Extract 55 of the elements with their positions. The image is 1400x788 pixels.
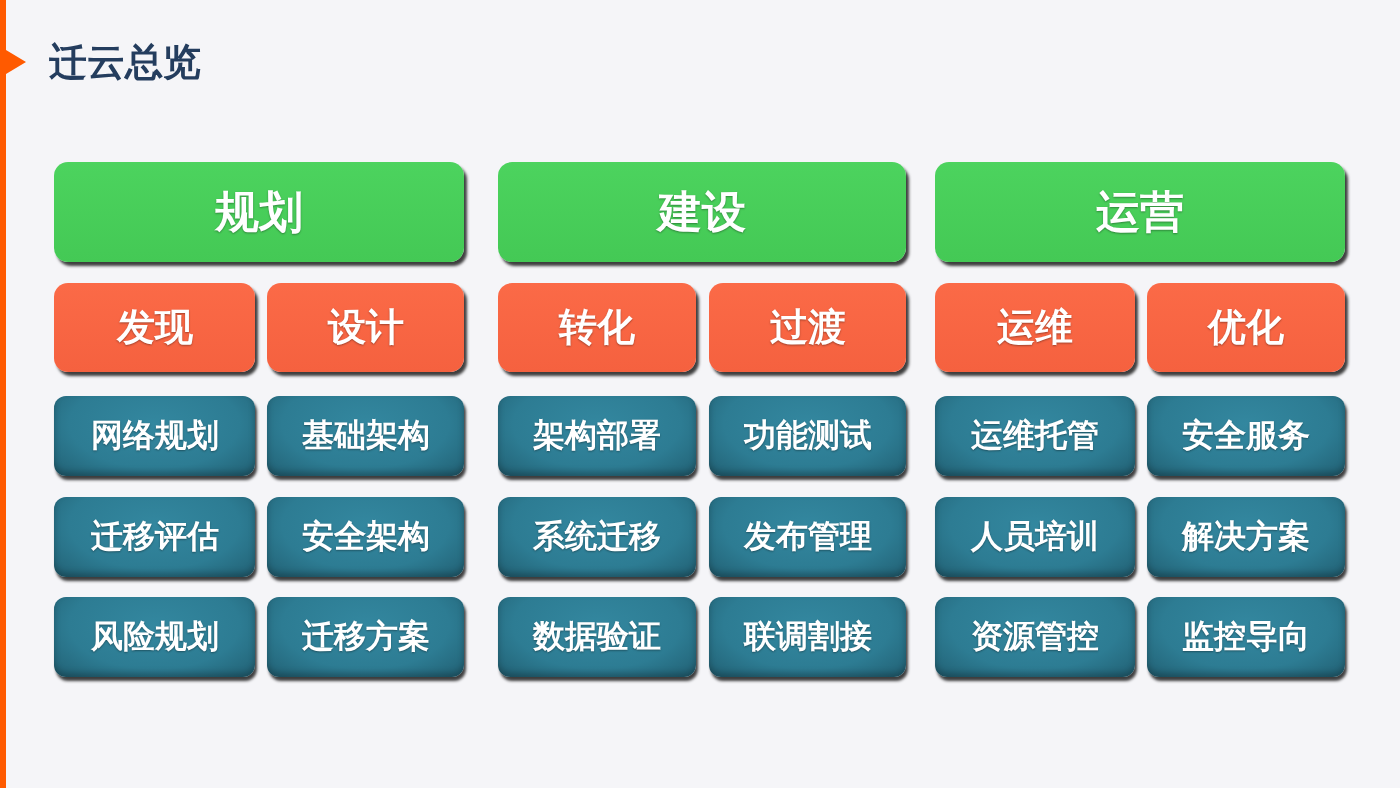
page-title: 迁云总览: [49, 39, 201, 86]
stage-card: [498, 283, 696, 372]
phase-card: [498, 162, 906, 262]
stage-label: 运维: [997, 304, 1073, 351]
task-card: [54, 497, 255, 577]
task-card: [935, 597, 1135, 677]
task-label: 发布管理: [743, 516, 872, 557]
phase-label: 建设: [658, 184, 746, 239]
phase-card: [54, 162, 464, 262]
stage-card: [709, 283, 906, 372]
task-card: [709, 497, 906, 577]
stage-card: [267, 283, 464, 372]
task-card: [1147, 597, 1345, 677]
phase-label: 运营: [1096, 184, 1184, 239]
stage-card: [1147, 283, 1345, 372]
task-card: [935, 497, 1135, 577]
stage-label: 设计: [327, 304, 404, 351]
task-label: 功能测试: [743, 415, 872, 456]
task-label: 资源管控: [971, 616, 1099, 657]
task-card: [1147, 396, 1345, 476]
task-label: 系统迁移: [533, 516, 661, 557]
phase-label: 规划: [215, 184, 303, 239]
task-card: [935, 396, 1135, 476]
task-card: [498, 597, 696, 677]
task-label: 迁移评估: [90, 516, 219, 557]
task-label: 联调割接: [743, 616, 872, 657]
task-label: 基础架构: [301, 415, 430, 456]
stage-label: 发现: [116, 304, 193, 351]
task-label: 安全服务: [1182, 415, 1310, 456]
task-card: [267, 396, 464, 476]
task-label: 安全架构: [301, 516, 430, 557]
stage-label: 优化: [1208, 304, 1284, 351]
stage-label: 过渡: [769, 304, 846, 351]
task-card: [709, 396, 906, 476]
task-card: [267, 497, 464, 577]
task-label: 风险规划: [90, 616, 219, 657]
stage-label: 转化: [559, 304, 635, 351]
task-card: [1147, 497, 1345, 577]
task-card: [54, 396, 255, 476]
task-label: 网络规划: [90, 415, 219, 456]
task-label: 解决方案: [1182, 516, 1310, 557]
task-label: 运维托管: [971, 415, 1099, 456]
task-label: 迁移方案: [301, 616, 430, 657]
task-label: 架构部署: [533, 415, 661, 456]
task-card: [267, 597, 464, 677]
task-card: [54, 597, 255, 677]
task-label: 监控导向: [1182, 616, 1310, 657]
task-label: 数据验证: [533, 616, 661, 657]
task-card: [709, 597, 906, 677]
task-card: [498, 396, 696, 476]
task-card: [498, 497, 696, 577]
phase-card: [935, 162, 1345, 262]
stage-card: [54, 283, 255, 372]
task-label: 人员培训: [971, 516, 1099, 557]
stage-card: [935, 283, 1135, 372]
